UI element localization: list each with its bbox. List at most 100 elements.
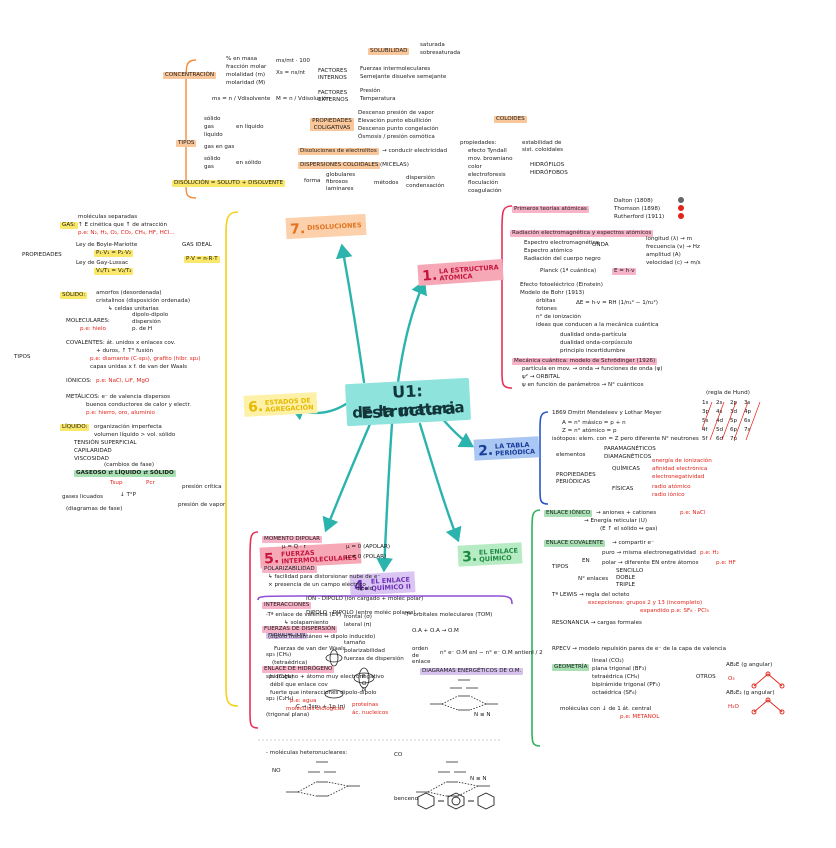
sp3: sp₃ (CH₄) — [266, 652, 292, 658]
agua: p.e: agua — [290, 698, 317, 704]
disolucion-def: DISOLUCIÓN = SOLUTO + DISOLVENTE — [172, 180, 286, 187]
trigonal: (trigonal plana) — [266, 712, 310, 718]
orden-formula: n° e⁻ O.M enl − n° e⁻ O.M antienl / 2 — [440, 650, 543, 656]
branch-6-number: 6. — [247, 398, 264, 416]
dualidad-2: dualidad onda-corpúsculo — [560, 340, 633, 346]
electronegatividad: electronegatividad — [652, 474, 705, 480]
dispersion-1: (dipolo instantáneo ↔ dipolo inducido) — [268, 634, 376, 640]
lewis: Tª LEWIS → regla del octeto — [552, 592, 630, 598]
metodo-2: condensación — [406, 183, 445, 189]
fases: GASEOSO ⇄ LÍQUIDO ⇄ SÓLIDO — [74, 470, 176, 477]
tipo-5: gas en gas — [204, 144, 235, 150]
metodos-label: métodos — [374, 180, 399, 186]
hidrogeno-2: débil que enlace cov — [270, 682, 328, 688]
orbital-sketches — [324, 649, 375, 699]
arrow-to-branch-3 — [418, 422, 462, 543]
van-der-waals: Fuerzas de van der Waals — [274, 646, 346, 652]
branch-4-label-2: QUÍMICO II — [371, 582, 411, 593]
bohr-2: fotones — [536, 306, 557, 312]
mecanica-cuantica: Mecánica cuántica: modelo de Schrödinger… — [512, 358, 658, 365]
conc-item-1: % en masa — [226, 56, 258, 62]
arrow-to-branch-5 — [322, 422, 372, 533]
hibridacion: HIBRIDACIÓN — [266, 632, 308, 639]
arrow-to-branch-4 — [376, 422, 394, 573]
geo-2: plana trigonal (BF₃) — [592, 666, 647, 672]
liquido-1: organización imperfecta — [94, 424, 162, 430]
resonancia: RESONANCIA → cargas formales — [552, 620, 642, 626]
orbital-label: 7p — [730, 436, 738, 442]
fisicas: FÍSICAS — [612, 486, 634, 492]
radio-atomico: radio atómico — [652, 484, 691, 490]
bohr-1: órbitas — [536, 298, 556, 304]
co: CO — [394, 752, 403, 758]
ion-dipolo: IÓN - DIPOLO (ión cargado + moléc polar) — [306, 596, 424, 602]
gas-2: ↑ E cinética que ↑ de atracción — [78, 222, 167, 228]
metalicos: METÁLICOS: e⁻ de valencia dispersos — [66, 394, 171, 400]
covalentes-2: + duros, ↑ T° fusión — [96, 348, 154, 354]
gay-formula: V₁/T₁ = V₂/T₂ — [94, 268, 134, 275]
tipo-6: sólido — [204, 156, 221, 162]
moleculares-2: dispersión — [132, 319, 161, 325]
prop-col-2: Elevación punto ebullición — [358, 118, 432, 124]
orbital-label: 7s — [744, 427, 751, 433]
tipo-7: gas — [204, 164, 214, 170]
conc-formula-pct: ms/mt · 100 — [276, 58, 310, 64]
tension-superficial: TENSIÓN SUPERFICIAL — [74, 440, 137, 446]
orbital-label: 1s — [702, 400, 709, 406]
teoria-ev: -Tª enlace de valencia (EV) — [266, 612, 342, 618]
tipo-3: líquido — [204, 132, 223, 138]
paramagneticos: PARAMAGNÉTICOS — [604, 446, 656, 452]
gas-ideal: GAS IDEAL — [182, 242, 212, 248]
orbital-label: 4f — [702, 427, 708, 433]
gas-1: moléculas separadas — [78, 214, 138, 220]
fuerzas-dispersion: FUERZAS DE DISPERSIÓN — [262, 626, 338, 633]
tipos-label: TIPOS — [176, 140, 197, 147]
geo-5: octaédrica (SF₆) — [592, 690, 637, 696]
expandido: expandido p.e: SF₆ · PCl₅ — [640, 608, 709, 614]
modelo-bohr: Modelo de Bohr (1913) — [520, 290, 585, 296]
viscosidad: VISCOSIDAD — [74, 456, 109, 462]
gases-licuados: gases licuados — [62, 494, 104, 500]
branch-1-number: 1. — [421, 267, 438, 285]
orbital-label: 2s — [716, 400, 723, 406]
sp2-b: sp₂ (C₂H₄) — [266, 696, 294, 702]
hidrogeno-1: hidrógeno + átomo muy electronegativo — [270, 674, 384, 680]
cambios-fase: (cambios de fase) — [104, 462, 155, 468]
sencillo: SENCILLO — [616, 568, 644, 574]
mec-3: ψ en función de parámetros → N° cuántico… — [522, 382, 644, 388]
orbital-label: 6s — [744, 418, 751, 424]
ionico-ejemplo: p.e: NaCl — [680, 510, 706, 516]
polar-ejemplo: p.e: HF — [716, 560, 736, 566]
forma-3: laminares — [326, 186, 354, 192]
delta-e: ΔE = h·v = RH (1/n₁² − 1/n₂²) — [576, 300, 658, 306]
orbital-label: 2p — [730, 400, 738, 406]
puro-ejemplo: p.e: H₂ — [700, 550, 719, 556]
diagramas-fase: (diagramas de fase) — [66, 506, 123, 512]
mo-diagram-co — [416, 761, 490, 797]
en-label: EN — [582, 558, 590, 564]
tipo-4: en líquido — [236, 124, 264, 130]
espectro-em: Espectro electromagnético — [524, 240, 600, 246]
branch-7-label: DISOLUCIONES — [306, 221, 362, 232]
propiedades-periodicas: PROPIEDADES PERIÓDICAS — [556, 472, 596, 485]
liquido-2: volumen líquido > vol. sólido — [94, 432, 176, 438]
cuerpo-negro: Radiación del cuerpo negro — [524, 256, 601, 262]
incertidumbre: principio incertidumbre — [560, 348, 626, 354]
radiacion-em: Radiación electromagnética y espectros a… — [510, 230, 654, 237]
coloide-prop-3: color — [468, 164, 482, 170]
micelas: (MICELAS) — [380, 162, 409, 168]
central-title: U1: Estructura de la materia — [344, 377, 472, 427]
solubilidad-1: saturada — [420, 42, 445, 48]
solido-3: ↳ celdas unitarias — [108, 306, 159, 312]
covalente-polar: polar → diferente EN entre átomos — [602, 560, 699, 566]
numero-masico: A = n° másico = p + n — [562, 420, 626, 426]
moleculares: MOLECULARES: — [66, 318, 110, 324]
teoria-om: -Tª orbitales moleculares (TOM) — [404, 612, 493, 618]
e-hv: E = h·v — [612, 268, 637, 275]
polariz-2: × presencia de un campo eléctrico — [268, 582, 366, 588]
dipolo-note: dipolo — [356, 586, 374, 592]
energia-ionizacion: energía de ionización — [652, 458, 712, 464]
polariz-1: ↳ facilidad para distorsionar nube de e⁻ — [268, 574, 381, 580]
radio-ionico: radio iónico — [652, 492, 685, 498]
